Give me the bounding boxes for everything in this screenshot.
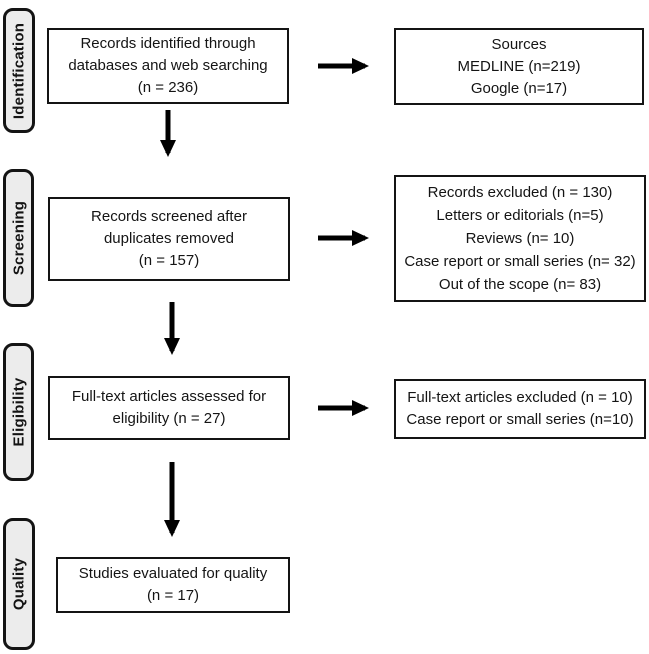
box-fulltext-excluded: Full-text articles excluded (n = 10) Cas… — [394, 379, 646, 439]
stage-label-identification: Identification — [3, 8, 35, 133]
box-text-line: Google (n=17) — [470, 79, 568, 97]
box-text-line: Out of the scope (n= 83) — [438, 276, 602, 293]
box-studies-quality: Studies evaluated for quality (n = 17) — [56, 557, 290, 613]
box-text-line: duplicates removed — [103, 230, 235, 247]
stage-label-text: Screening — [10, 200, 27, 276]
box-text-line: Letters or editorials (n=5) — [436, 207, 604, 224]
stage-label-text: Eligibility — [10, 377, 27, 447]
box-text-line: Full-text articles excluded (n = 10) — [407, 389, 633, 406]
box-text-line: Reviews (n= 10) — [465, 230, 575, 247]
box-text-line: eligibility (n = 27) — [112, 410, 226, 427]
stage-label-eligibility: Eligibility — [3, 343, 34, 481]
stage-label-screening: Screening — [3, 169, 34, 307]
box-text-line: databases and web searching — [68, 57, 268, 74]
box-text-line: (n = 17) — [146, 587, 200, 604]
box-records-excluded: Records excluded (n = 130) Letters or ed… — [394, 175, 646, 302]
box-text-line: Full-text articles assessed for — [71, 388, 267, 405]
box-fulltext-assessed: Full-text articles assessed for eligibil… — [48, 376, 290, 440]
stage-label-quality: Quality — [3, 518, 35, 650]
box-text-line: Case report or small series (n= 32) — [404, 253, 636, 270]
box-text-line: (n = 157) — [138, 252, 200, 269]
box-records-screened: Records screened after duplicates remove… — [48, 197, 290, 281]
box-text-line: Records identified through — [80, 35, 256, 52]
box-text-line: (n = 236) — [137, 79, 199, 96]
box-text-line: Studies evaluated for quality — [78, 565, 268, 582]
box-text-line: Sources — [491, 35, 547, 53]
stage-label-text: Identification — [10, 22, 28, 119]
stage-label-text: Quality — [10, 557, 28, 611]
box-text-line: Records screened after — [91, 208, 247, 225]
box-records-identified: Records identified through databases and… — [47, 28, 289, 104]
box-text-line: MEDLINE (n=219) — [457, 57, 581, 75]
box-sources: Sources MEDLINE (n=219) Google (n=17) — [394, 28, 644, 105]
box-text-line: Records excluded (n = 130) — [427, 184, 613, 201]
box-text-line: Case report or small series (n=10) — [406, 411, 634, 428]
